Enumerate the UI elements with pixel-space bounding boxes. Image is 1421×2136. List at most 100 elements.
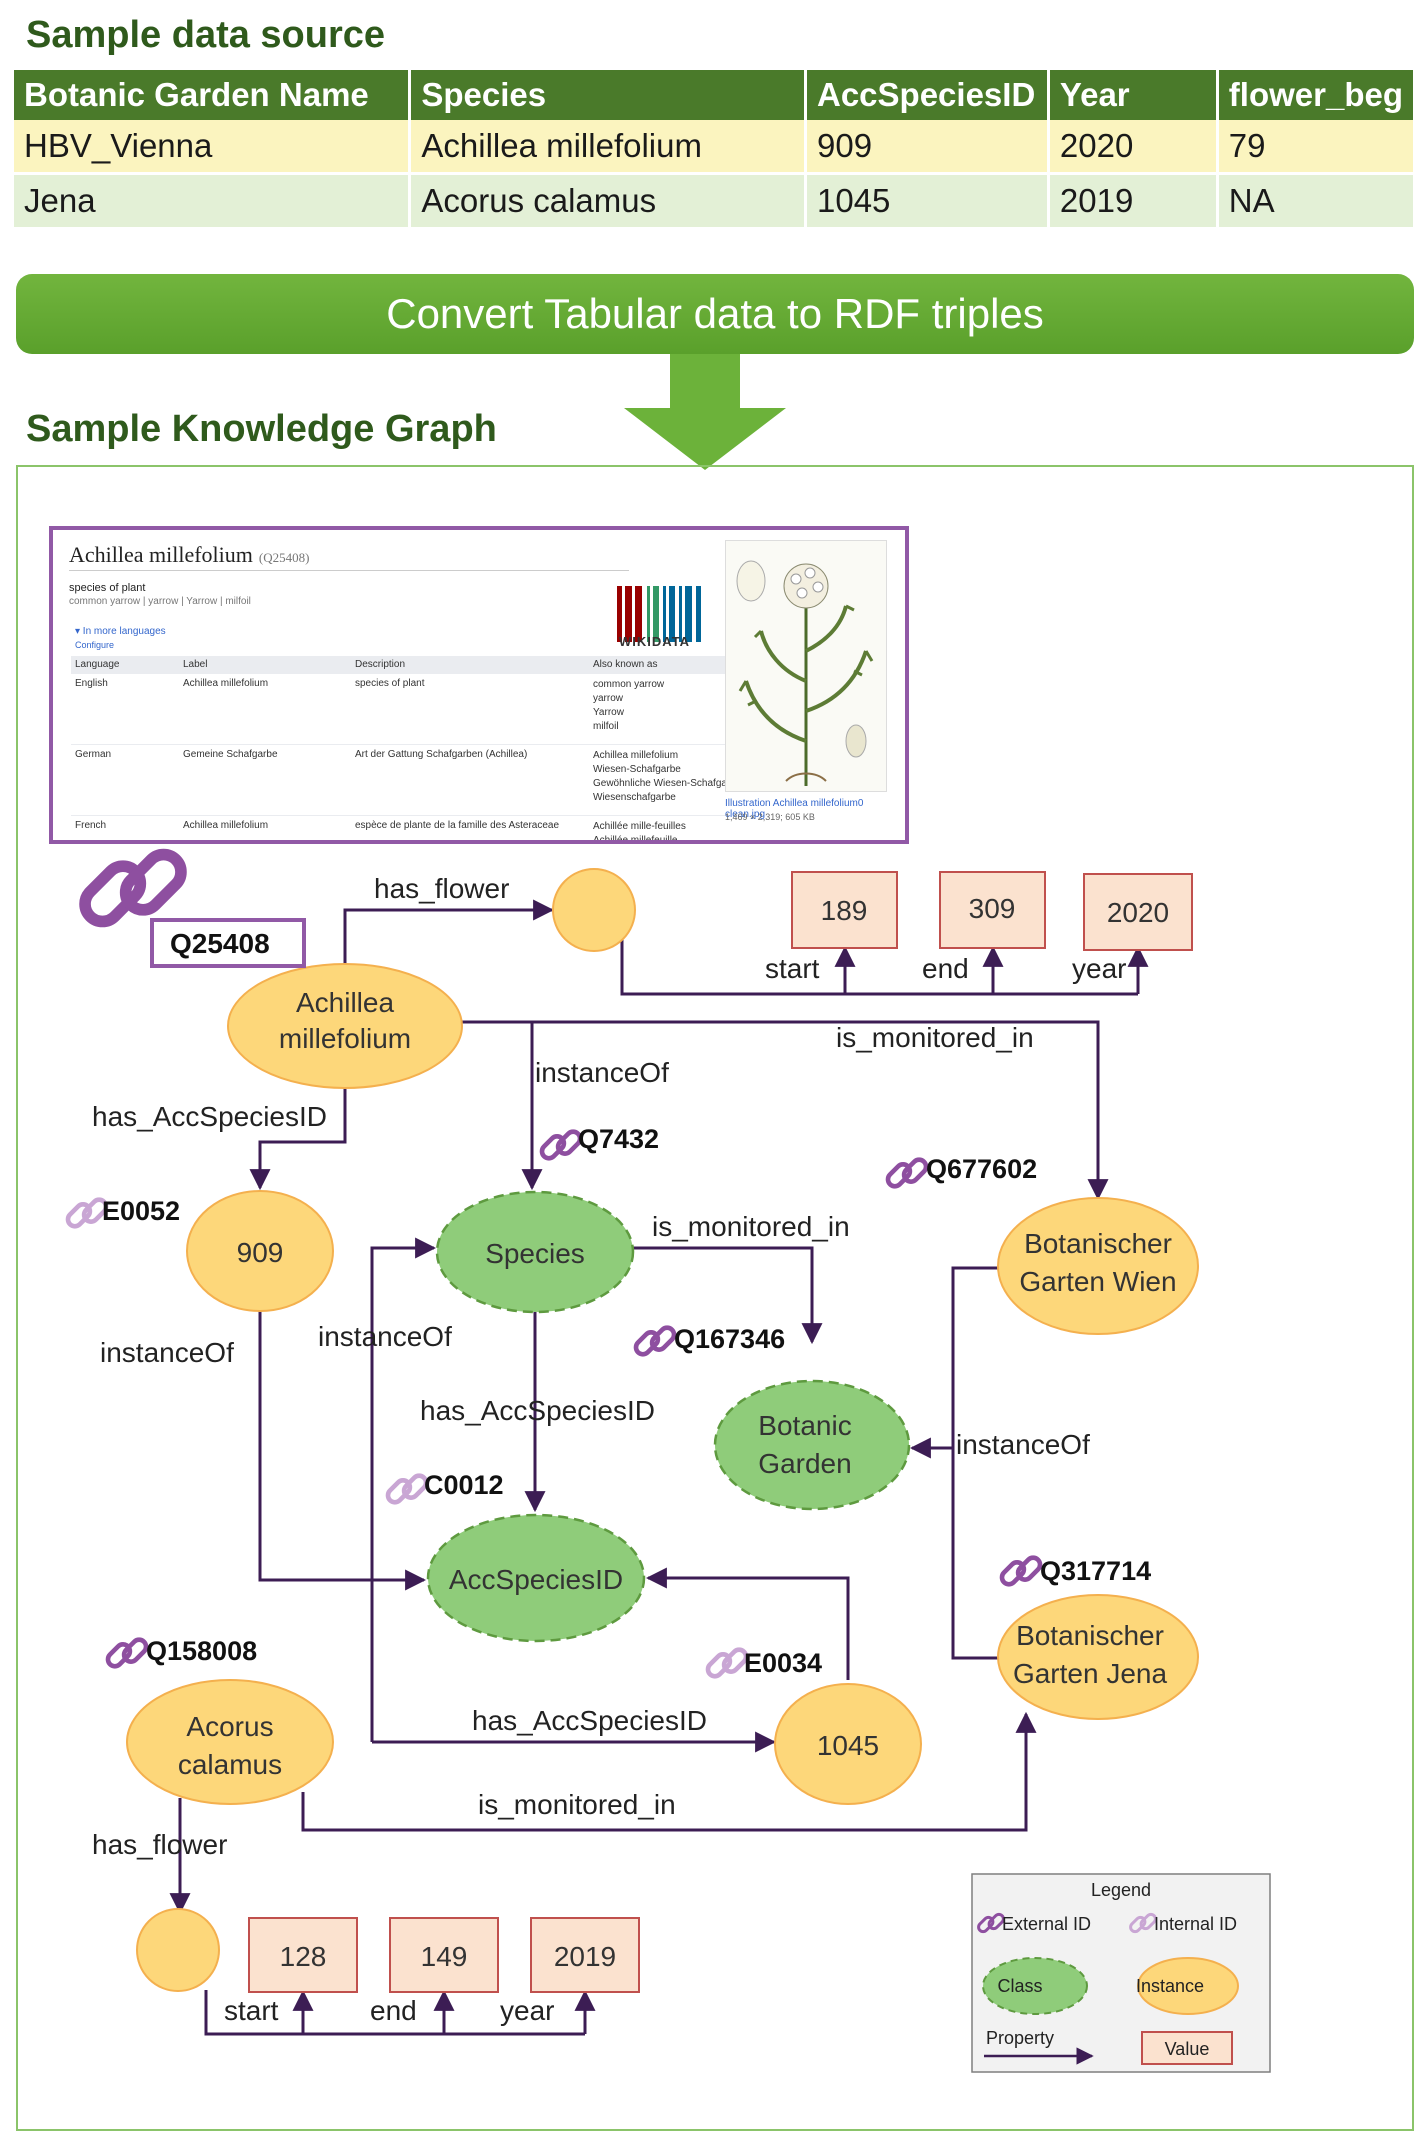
- lang-row: French Achillea millefolium espèce de pl…: [71, 815, 731, 840]
- edge-is-monitored-in-acorus: [301, 1711, 1037, 1832]
- value-box: [939, 871, 1046, 949]
- legend-title: Legend: [1091, 1880, 1151, 1900]
- node-achillea: [227, 963, 463, 1089]
- label-has-acc-a: has_AccSpeciesID: [92, 1101, 327, 1132]
- external-link-icon: [78, 847, 188, 928]
- value-b-start: 128: [280, 1941, 327, 1972]
- label-instance-of-acorus: instanceOf: [318, 1321, 452, 1352]
- label-is-monitored-in-acorus: is_monitored_in: [478, 1789, 676, 1820]
- id-box: [150, 918, 306, 968]
- node-garten-jena: [997, 1594, 1199, 1720]
- table-cell: Achillea millefolium: [409, 120, 807, 175]
- column-header: Species: [409, 70, 807, 120]
- table-row: HBV_Vienna Achillea millefolium 909 2020…: [14, 120, 1417, 175]
- id-q158008: Q158008: [146, 1636, 257, 1666]
- external-link-icon: [105, 1637, 149, 1669]
- column-header: AccSpeciesID: [805, 70, 1050, 120]
- edge-has-flower-a: [343, 899, 555, 970]
- column-header: Botanic Garden Name: [14, 70, 412, 120]
- wikidata-qid: (Q25408): [258, 550, 310, 565]
- image-size: 1,469 × 2,319; 605 KB: [725, 812, 815, 822]
- legend-external-id: External ID: [1002, 1914, 1091, 1934]
- column-header: flower_beg: [1217, 70, 1417, 120]
- value-box: [1083, 873, 1193, 951]
- more-languages-link[interactable]: ▾ In more languages: [75, 626, 166, 637]
- edge-labels: has_flower start end year is_monitored_i…: [92, 873, 1126, 2026]
- edge-flower-a-axis: [620, 940, 1138, 996]
- value-box: [248, 1917, 358, 1993]
- external-link-icon: [539, 1129, 583, 1161]
- lang-cell: species of plant: [351, 673, 589, 745]
- image-caption-link[interactable]: Illustration Achillea millefolium0 clean…: [725, 798, 864, 820]
- legend-value-shape: [1141, 2031, 1233, 2065]
- convert-banner: Convert Tabular data to RDF triples: [16, 274, 1414, 354]
- table-cell: Jena: [14, 173, 412, 227]
- lang-cell: espèce de plante de la famille des Aster…: [351, 815, 589, 840]
- kg-title: Sample Knowledge Graph: [26, 408, 497, 450]
- internal-link-icon: [705, 1647, 749, 1679]
- value-a-end: 309: [969, 893, 1016, 924]
- node-label-909: 909: [237, 1237, 284, 1268]
- edge-has-acc-a: [249, 1088, 347, 1191]
- id-e0052: E0052: [102, 1196, 180, 1226]
- table-cell: 2019: [1048, 173, 1219, 227]
- divider: [69, 570, 629, 571]
- source-table: Botanic Garden Name Species AccSpeciesID…: [14, 70, 1417, 227]
- wikidata-aliases: common yarrow | yarrow | Yarrow | milfoi…: [69, 596, 251, 607]
- column-header: Year: [1048, 70, 1219, 120]
- legend-value: Value: [1165, 2039, 1210, 2059]
- legend-instance-shape: [1137, 1957, 1239, 2015]
- legend-internal-id: Internal ID: [1154, 1914, 1237, 1934]
- wikidata-title: Achillea millefolium(Q25408): [69, 542, 310, 567]
- table-cell: Acorus calamus: [409, 173, 807, 227]
- knowledge-graph-frame: [16, 465, 1414, 2131]
- configure-link[interactable]: Configure: [75, 640, 115, 650]
- label-has-flower-b: has_flower: [92, 1829, 227, 1860]
- node-botanic-garden: [713, 1379, 911, 1511]
- label-has-acc-acorus: has_AccSpeciesID: [472, 1705, 707, 1736]
- id-q25408: Q25408: [170, 928, 270, 959]
- edge-instance-of-909: [258, 1305, 427, 1591]
- lang-cell: Gemeine Schafgarbe: [179, 744, 351, 816]
- legend: Legend External ID Internal ID Class Ins…: [971, 1873, 1271, 2073]
- label-year-b: year: [500, 1995, 554, 2026]
- edge-instance-of-jena: [951, 1448, 1000, 1660]
- internal-link-icon: [385, 1473, 429, 1505]
- id-e0034: E0034: [744, 1648, 822, 1678]
- id-q167346: Q167346: [674, 1324, 785, 1354]
- label-start-a: start: [765, 953, 820, 984]
- edge-is-monitored-in-a: [460, 1020, 1109, 1201]
- lang-cell: Achillea millefolium Wiesen-Schafgarbe G…: [589, 744, 731, 816]
- value-a-year: 2020: [1107, 897, 1169, 928]
- value-box: [389, 1917, 499, 1993]
- value-b-end: 149: [421, 1941, 468, 1972]
- id-c0012: C0012: [424, 1470, 504, 1500]
- lang-cell: Achillée mille-feuilles Achillée millefe…: [589, 815, 731, 840]
- lang-cell: Achillea millefolium: [179, 673, 351, 745]
- value-a-start: 189: [821, 895, 868, 926]
- language-table: Language Label Description Also known as…: [71, 656, 731, 840]
- table-cell: 909: [805, 120, 1050, 175]
- lang-header: Language: [71, 656, 179, 674]
- label-end-a: end: [922, 953, 969, 984]
- table-row: Jena Acorus calamus 1045 2019 NA: [14, 173, 1417, 227]
- lang-cell: French: [71, 815, 179, 840]
- lang-cell: common yarrow yarrow Yarrow milfoil: [589, 673, 731, 745]
- source-title: Sample data source: [26, 14, 386, 56]
- id-q317714: Q317714: [1040, 1556, 1151, 1586]
- value-boxes: 189 309 2020 128 149 2019: [248, 871, 1193, 1993]
- lang-row: English Achillea millefolium species of …: [71, 673, 731, 745]
- label-year-a: year: [1072, 953, 1126, 984]
- edge-is-monitored-in-species: [630, 1246, 823, 1345]
- lang-cell: Art der Gattung Schafgarben (Achillea): [351, 744, 589, 816]
- external-link-icon: [999, 1555, 1043, 1587]
- legend-property: Property: [986, 2028, 1054, 2048]
- label-instance-of-909: instanceOf: [100, 1337, 234, 1368]
- node-accspeciesid: [426, 1513, 646, 1643]
- label-end-b: end: [370, 1995, 417, 2026]
- node-acorus: [126, 1679, 334, 1805]
- label-instance-of-a: instanceOf: [535, 1057, 669, 1088]
